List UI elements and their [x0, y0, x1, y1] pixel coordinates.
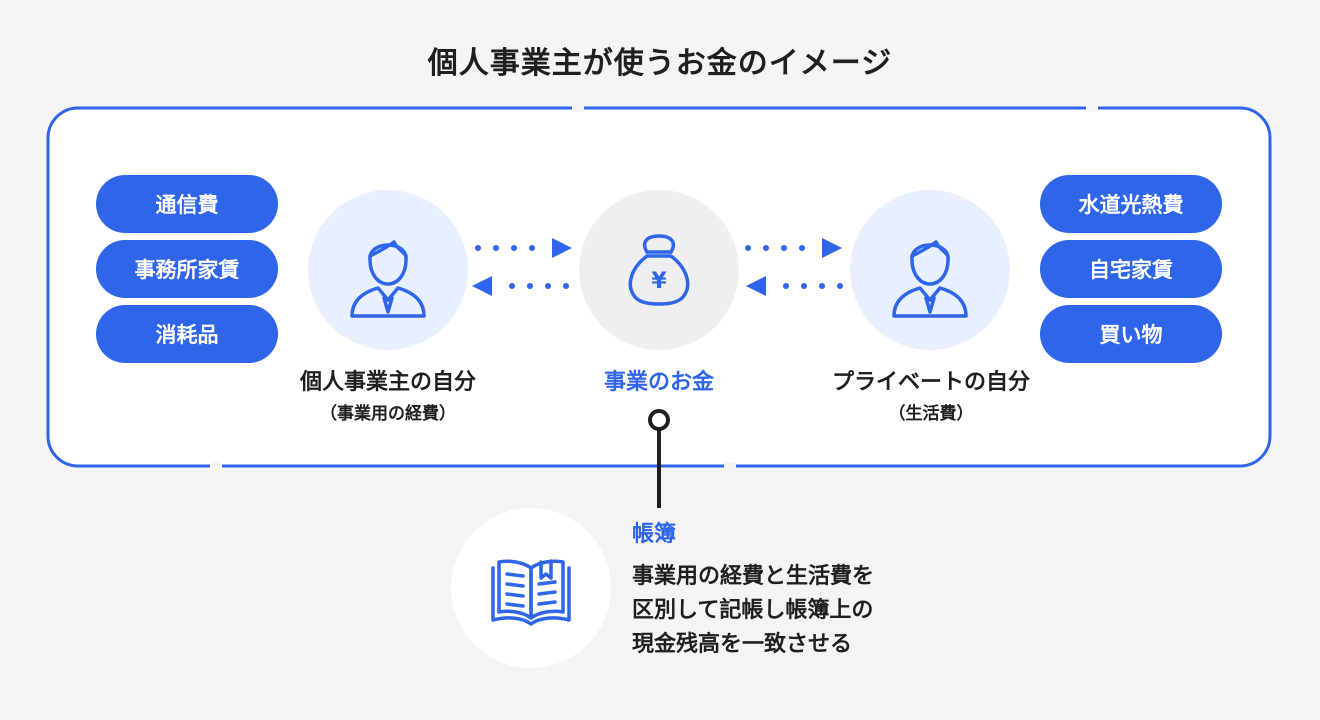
diagram-title: 個人事業主が使うお金のイメージ: [427, 46, 893, 81]
person-icon: [892, 240, 968, 318]
note-line-2: 区別して記帳し帳簿上の: [632, 598, 874, 623]
note-title: 帳簿: [632, 522, 677, 547]
note-line-1: 事業用の経費と生活費を: [632, 564, 875, 589]
connector-dot: [648, 409, 670, 431]
left-item-communication: 通信費: [96, 175, 278, 233]
money-bag-icon: ¥: [628, 234, 690, 306]
arrow-left-icon: [472, 276, 569, 296]
right-person-sublabel: （生活費）: [888, 404, 974, 424]
right-person-circle: [850, 190, 1010, 350]
center-label: 事業のお金: [603, 370, 714, 395]
arrow-right-icon: [475, 238, 572, 258]
left-person-sublabel: （事業用の経費）: [320, 404, 456, 424]
right-item-home-rent: 自宅家賃: [1040, 240, 1222, 298]
book-circle: [451, 508, 611, 668]
left-person-label: 個人事業主の自分: [299, 370, 476, 395]
yen-symbol: ¥: [651, 269, 667, 294]
left-item-office-rent: 事務所家賃: [96, 240, 278, 298]
right-item-utilities: 水道光熱費: [1040, 175, 1222, 233]
right-item-shopping: 買い物: [1040, 305, 1222, 363]
arrow-left-icon: [746, 276, 843, 296]
center-money-circle: ¥: [579, 190, 739, 350]
book-icon: [491, 559, 571, 626]
note-line-3: 現金残高を一致させる: [632, 632, 853, 657]
right-person-label: プライベートの自分: [831, 370, 1030, 395]
person-icon: [350, 240, 426, 318]
arrow-right-icon: [745, 238, 842, 258]
left-person-circle: [308, 190, 468, 350]
left-item-supplies: 消耗品: [96, 305, 278, 363]
